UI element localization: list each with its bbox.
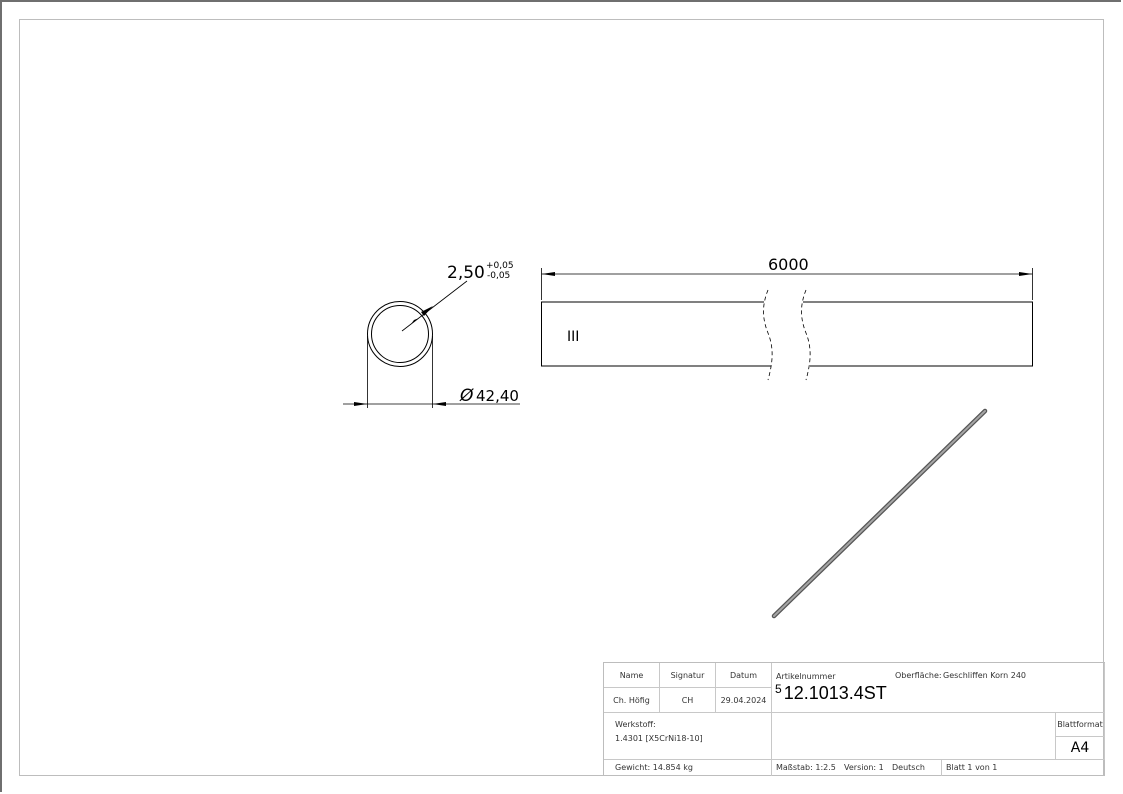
wall-thickness-label: 2,50	[447, 263, 485, 283]
tolerance-upper: +0,05	[486, 261, 514, 271]
drafter-name: Ch. Höfig	[613, 695, 650, 705]
sheet-format-value: A4	[1070, 740, 1090, 756]
sheet-number: Blatt 1 von 1	[946, 763, 998, 772]
material-cell: Werkstoff: 1.4301 [X5CrNi18-10]	[604, 713, 772, 760]
drawing-date: 29.04.2024	[720, 695, 767, 705]
sheet-format-value-cell: A4	[1056, 737, 1105, 760]
article-label: Artikelnummer	[776, 672, 836, 681]
header-date: Datum	[729, 670, 758, 680]
weight-value: Gewicht: 14.854 kg	[615, 763, 693, 772]
weight-cell: Gewicht: 14.854 kg	[604, 760, 772, 776]
surface-label: Oberfläche:	[895, 671, 942, 680]
isometric-tube-view	[771, 408, 988, 619]
title-block: Name Signatur Datum Ch. Höfig CH 29.04.2…	[603, 662, 1105, 776]
language-value: Deutsch	[892, 763, 925, 772]
break-marker: III	[567, 329, 579, 345]
article-cell: Artikelnummer Oberfläche: Geschliffen Ko…	[772, 663, 1105, 713]
value-date-cell: 29.04.2024	[716, 688, 772, 713]
header-date-cell: Datum	[716, 663, 772, 688]
scale-version-cell: Maßstab: 1:2.5 Version: 1 Deutsch	[772, 760, 942, 776]
header-signature-cell: Signatur	[660, 663, 716, 688]
surface-value: Geschliffen Korn 240	[943, 671, 1027, 680]
header-name: Name	[619, 670, 644, 680]
side-view: 6000 III	[541, 255, 1033, 381]
article-number-value: 12.1013.4ST	[783, 683, 887, 703]
blank-cell	[772, 713, 1056, 760]
material-value: 1.4301 [X5CrNi18-10]	[615, 734, 703, 743]
sheet-format-label: Blattformat	[1057, 720, 1103, 729]
value-name-cell: Ch. Höfig	[604, 688, 660, 713]
length-label: 6000	[768, 255, 809, 274]
version-value: Version: 1	[844, 763, 884, 772]
diameter-symbol: Ø	[459, 386, 474, 406]
material-label: Werkstoff:	[615, 720, 656, 729]
value-signature-cell: CH	[660, 688, 716, 713]
tolerance-lower: -0,05	[487, 271, 510, 281]
header-signature: Signatur	[670, 670, 705, 680]
sheet-format-label-cell: Blattformat	[1056, 713, 1105, 737]
drafter-signature: CH	[681, 695, 694, 705]
drawing-frame	[19, 19, 1104, 776]
article-prefix: 5	[775, 682, 782, 696]
scale-value: Maßstab: 1:2.5	[776, 763, 836, 772]
outer-diameter-label: 42,40	[476, 387, 519, 405]
header-name-cell: Name	[604, 663, 660, 688]
section-view: 2,50 +0,05 -0,05 Ø 42,40	[343, 261, 520, 408]
sheet-number-cell: Blatt 1 von 1	[942, 760, 1105, 776]
